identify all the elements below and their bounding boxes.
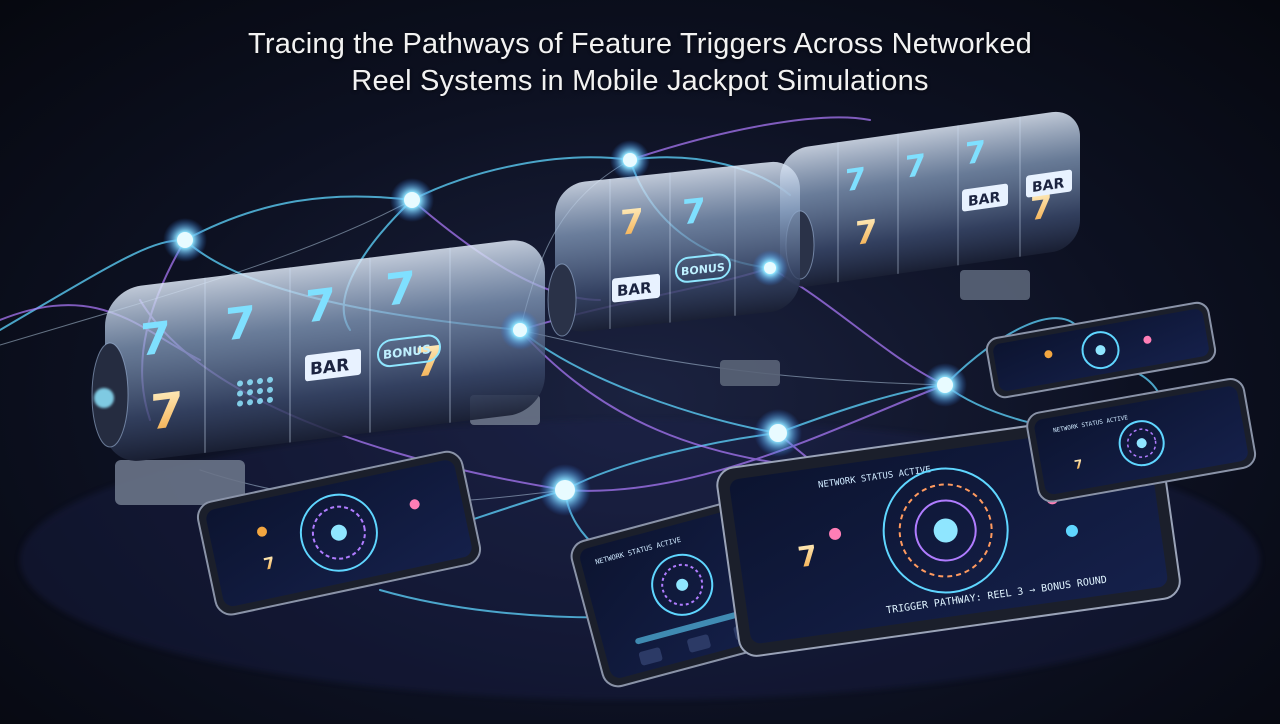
network-node-icon [754, 409, 802, 457]
roulette-wheel-icon [1118, 420, 1165, 467]
seven-symbol: 7 [965, 135, 986, 173]
reel-system-front: 7 7 7 7 7 7 BAR BONUS [91, 240, 545, 505]
seven-symbol: 7 [305, 279, 336, 334]
page-title: Tracing the Pathways of Feature Triggers… [0, 26, 1280, 100]
reel-system-middle: 7 7 BAR BONUS [547, 161, 800, 386]
roulette-wheel-icon [299, 493, 378, 572]
roulette-wheel-icon [651, 553, 714, 616]
seven-symbol: 7 [1073, 457, 1084, 472]
seven-symbol: 7 [905, 148, 926, 186]
network-node-icon [539, 464, 591, 516]
bar-symbol: BAR [1032, 175, 1064, 195]
network-node-icon [923, 363, 967, 407]
smartphone-right-bottom: NETWORK STATUS ACTIVE 7 [1026, 378, 1257, 503]
seven-symbol: 7 [150, 382, 183, 442]
bar-symbol: BAR [310, 355, 349, 380]
seven-symbol: 7 [855, 212, 877, 253]
seven-symbol: 7 [140, 312, 171, 367]
seven-symbol: 7 [682, 191, 706, 233]
seven-symbol: 7 [620, 201, 644, 243]
smartphone-right-top [985, 301, 1217, 399]
network-nodes [163, 140, 967, 516]
bar-symbol: BAR [617, 279, 652, 301]
seven-symbol: 7 [1030, 187, 1052, 228]
title-line-2: Reel Systems in Mobile Jackpot Simulatio… [351, 65, 929, 97]
network-node-icon [610, 140, 650, 180]
title-line-1: Tracing the Pathways of Feature Triggers… [248, 28, 1032, 60]
roulette-wheel-icon [1081, 331, 1120, 370]
seven-symbol: 7 [796, 539, 820, 574]
seven-symbol: 7 [845, 161, 866, 199]
seven-symbol: 7 [385, 262, 416, 317]
smartphone-left: 7 [196, 450, 482, 616]
bar-symbol: BAR [968, 189, 1000, 209]
network-node-icon [752, 250, 788, 286]
reel-system-back: 7 7 7 7 7 BAR BAR [780, 111, 1080, 300]
network-node-icon [390, 178, 434, 222]
roulette-wheel-icon [882, 467, 1009, 594]
bonus-symbol: BONUS [681, 261, 725, 279]
network-node-icon [163, 218, 207, 262]
bonus-symbol: BONUS [383, 342, 431, 362]
network-node-icon [500, 310, 540, 350]
seven-symbol: 7 [225, 297, 256, 352]
seven-symbol: 7 [262, 553, 277, 574]
